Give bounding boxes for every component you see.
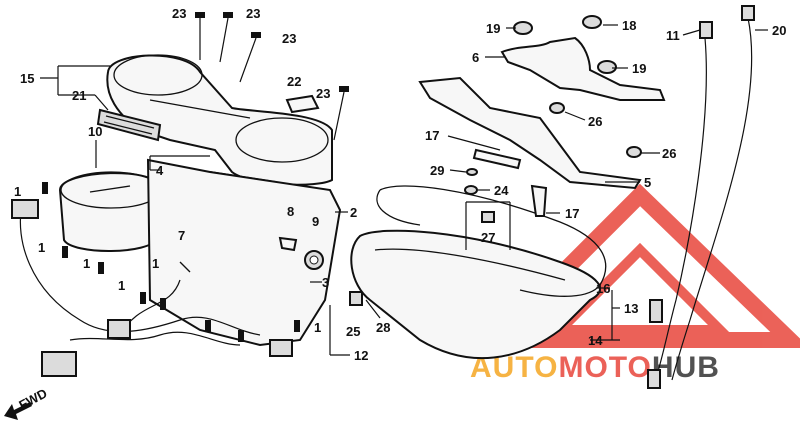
fwd-indicator: FWD [4, 386, 50, 420]
callout-21: 21 [72, 88, 86, 103]
callout-9: 9 [312, 214, 319, 229]
callout-26a: 26 [588, 114, 602, 129]
callout-23a: 23 [172, 6, 186, 21]
callout-1f: 1 [314, 320, 321, 335]
callout-28: 28 [376, 320, 390, 335]
callout-26b: 26 [662, 146, 676, 161]
lower-meter-case [146, 158, 342, 347]
callout-24: 24 [494, 183, 509, 198]
callout-19b: 19 [632, 61, 646, 76]
meter-cover [350, 229, 601, 360]
callout-12: 12 [354, 348, 368, 363]
lower-bracket [418, 76, 642, 190]
callout-10: 10 [88, 124, 102, 139]
callout-18: 18 [622, 18, 636, 33]
callout-15: 15 [20, 71, 34, 86]
callout-3: 3 [322, 275, 329, 290]
plate [285, 94, 320, 114]
callout-27: 27 [481, 230, 495, 245]
callout-29: 29 [430, 163, 444, 178]
callout-23b: 23 [246, 6, 260, 21]
callout-25: 25 [346, 324, 360, 339]
callout-23d: 23 [316, 86, 330, 101]
wire-harness [11, 182, 300, 377]
callout-16: 16 [596, 281, 610, 296]
bracket-plate [500, 36, 666, 101]
gasket [376, 185, 607, 297]
callout-numbers: 23 23 23 23 22 15 21 10 4 1 1 1 1 1 1 7 … [14, 6, 786, 363]
fwd-label: FWD [16, 386, 49, 413]
indicator-strip [96, 108, 162, 142]
callout-19a: 19 [486, 21, 500, 36]
callout-4: 4 [156, 163, 164, 178]
rubber-grommets [464, 15, 642, 195]
callout-8: 8 [287, 204, 294, 219]
callout-11: 11 [666, 28, 680, 43]
tube-and-clip [472, 148, 548, 223]
callout-1a: 1 [14, 184, 21, 199]
callout-17b: 17 [565, 206, 579, 221]
watermark-part-moto: MOTO [558, 351, 651, 384]
callout-14: 14 [588, 333, 603, 348]
callout-7: 7 [178, 228, 185, 243]
callout-1d: 1 [152, 256, 159, 271]
small-parts [179, 236, 363, 306]
callout-1e: 1 [118, 278, 125, 293]
bolts [195, 12, 349, 141]
callout-6: 6 [472, 50, 479, 65]
callout-1c: 1 [83, 256, 90, 271]
callout-1b: 1 [38, 240, 45, 255]
callout-23c: 23 [282, 31, 296, 46]
leader-lines [40, 24, 768, 356]
speedometer [58, 171, 164, 252]
callout-2: 2 [350, 205, 357, 220]
callout-17a: 17 [425, 128, 439, 143]
watermark-part-hub: HUB [652, 351, 720, 384]
callout-5: 5 [644, 175, 651, 190]
fwd-arrow-icon [4, 402, 32, 420]
callout-13: 13 [624, 301, 638, 316]
meter-cables [647, 5, 755, 389]
callout-22: 22 [287, 74, 301, 89]
callout-20: 20 [772, 23, 786, 38]
